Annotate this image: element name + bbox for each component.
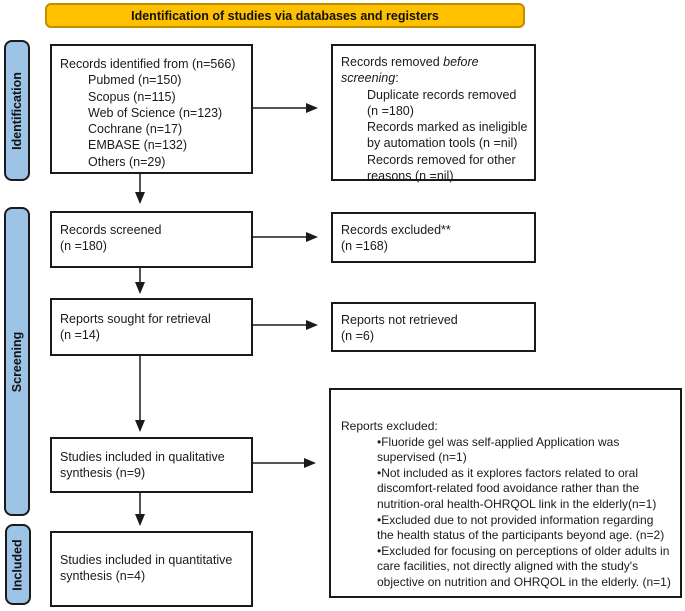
box-reports-excluded: Reports excluded: •Fluoride gel was self… [329,388,682,598]
diagram-title-banner: Identification of studies via databases … [45,3,525,28]
diagram-title: Identification of studies via databases … [131,8,439,23]
reports-excluded-reason: •Excluded due to not provided informatio… [377,512,665,543]
box-records-removed: Records removed before screening: Duplic… [331,44,536,183]
reports-excluded-reason: •Fluoride gel was self-applied Applicati… [377,434,620,465]
reports-excluded-title: Reports excluded: [341,419,438,433]
box-reports-sought: Reports sought for retrieval (n =14) [50,298,253,356]
qualitative-synthesis-text: Studies included in qualitative synthesi… [60,450,225,481]
records-removed-title-lead: Records removed [341,55,444,69]
records-screened-text: Records screened (n =180) [60,223,162,254]
records-identified-source: Web of Science (n=123) [88,105,223,120]
reports-sought-text: Reports sought for retrieval (n =14) [60,312,211,343]
stage-label-identification: Identification [4,40,30,181]
records-removed-reason: Duplicate records removed (n =180) [367,87,517,118]
stage-label-included-text: Included [11,538,25,591]
stage-label-included: Included [5,524,31,605]
box-records-identified: Records identified from (n=566) Pubmed (… [50,44,253,174]
records-identified-source: Cochrane (n=17) [88,122,183,136]
box-reports-not-retrieved: Reports not retrieved (n =6) [331,302,536,352]
reports-not-retrieved-text: Reports not retrieved (n =6) [341,313,458,344]
records-removed-title-suffix: : [395,71,399,86]
reports-excluded-reason: •Not included as it explores factors rel… [377,465,657,511]
reports-excluded-reason: •Excluded for focusing on perceptions of… [377,543,671,589]
records-identified-title: Records identified from (n=566) [60,57,236,71]
records-excluded-text: Records excluded** (n =168) [341,223,451,254]
records-identified-source: Pubmed (n=150) [88,73,182,88]
records-removed-title-italic: before screening [341,55,479,86]
stage-label-screening: Screening [4,207,30,516]
stage-label-screening-text: Screening [10,331,24,392]
box-records-screened: Records screened (n =180) [50,211,253,268]
records-identified-source: Others (n=29) [88,154,166,169]
records-removed-title: Records removed before screening: [341,54,529,87]
quantitative-synthesis-text: Studies included in quantitative synthes… [60,553,233,584]
stage-label-identification-text: Identification [10,71,24,150]
records-identified-source: Scopus (n=115) [88,89,176,104]
box-records-excluded: Records excluded** (n =168) [331,212,536,263]
records-identified-source: EMBASE (n=132) [88,138,188,153]
box-qualitative-synthesis: Studies included in qualitative synthesi… [50,437,253,493]
records-removed-reason: Records marked as ineligible by automati… [367,120,528,151]
box-quantitative-synthesis: Studies included in quantitative synthes… [50,531,253,607]
records-removed-reason: Records removed for other reasons (n =ni… [367,152,516,183]
